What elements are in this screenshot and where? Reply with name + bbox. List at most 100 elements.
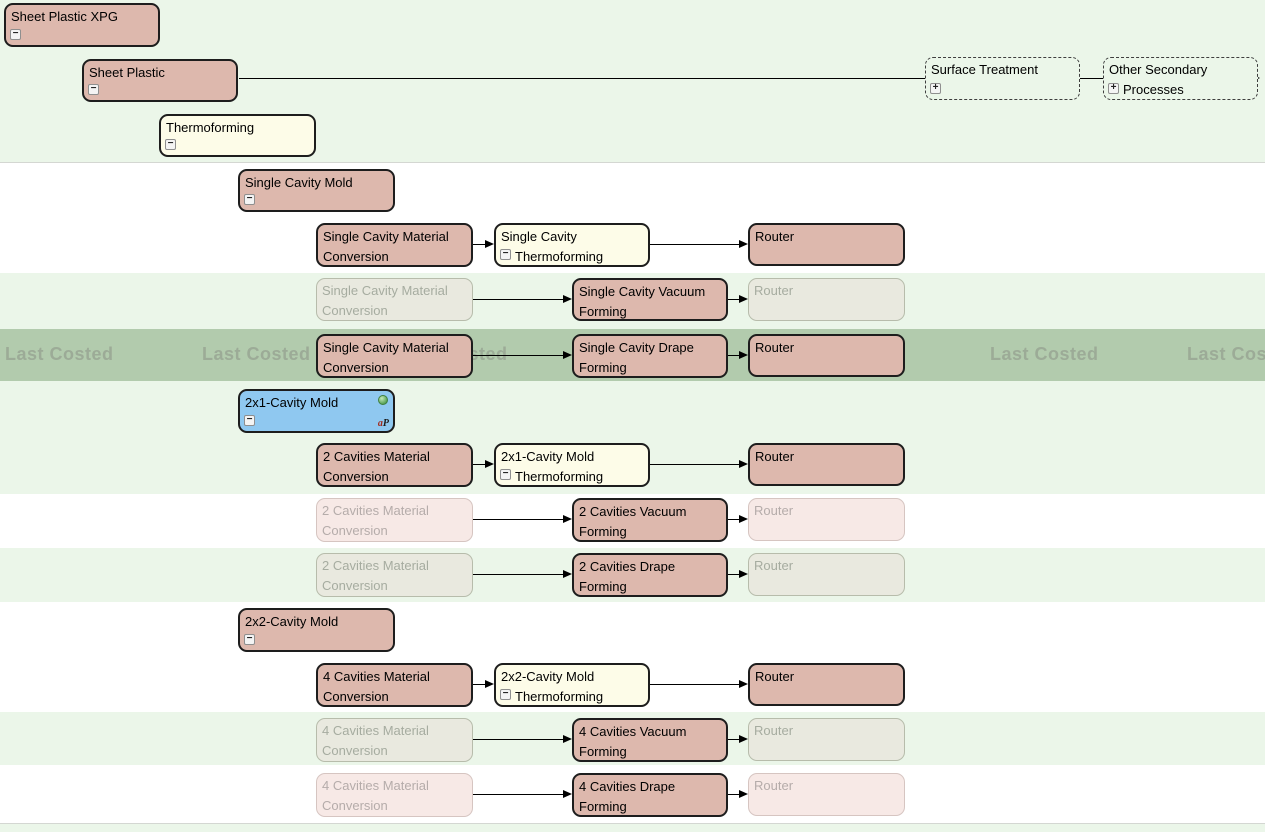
node-label: 2x2-Cavity Mold bbox=[245, 614, 339, 629]
node-label: Router bbox=[754, 723, 794, 738]
node-label: Sheet Plastic bbox=[89, 65, 165, 80]
node-label: Sheet Plastic XPG bbox=[11, 9, 118, 24]
flow-arrow-line bbox=[728, 299, 740, 300]
node-router-1[interactable]: Router bbox=[748, 223, 905, 266]
background-band bbox=[0, 823, 1265, 832]
node-label: 2x2-Cavity Mold bbox=[501, 669, 595, 684]
flow-arrow-head-icon bbox=[739, 295, 748, 303]
flow-arrow-line bbox=[473, 684, 486, 685]
node-label: Conversion bbox=[322, 743, 388, 758]
collapse-icon[interactable]: − bbox=[165, 139, 176, 150]
node-label: Router bbox=[755, 449, 795, 464]
node-2x2-cavity-mold[interactable]: 2x2-Cavity Mold − bbox=[238, 608, 395, 652]
node-label: 2 Cavities Vacuum bbox=[579, 504, 687, 519]
node-surface-treatment[interactable]: Surface Treatment + bbox=[925, 57, 1080, 100]
collapse-icon[interactable]: − bbox=[88, 84, 99, 95]
node-label: Conversion bbox=[323, 360, 389, 375]
node-router-8[interactable]: Router bbox=[748, 718, 905, 761]
expand-icon[interactable]: + bbox=[930, 83, 941, 94]
node-label: Single Cavity Material bbox=[323, 229, 449, 244]
collapse-icon[interactable]: − bbox=[500, 689, 511, 700]
node-label: Router bbox=[754, 558, 794, 573]
flow-arrow-line bbox=[239, 78, 1251, 79]
node-label: Forming bbox=[579, 744, 627, 759]
node-router-6[interactable]: Router bbox=[748, 553, 905, 596]
flow-arrow-line bbox=[473, 464, 486, 465]
flow-arrow-line bbox=[650, 464, 740, 465]
node-label: 2 Cavities Material bbox=[323, 449, 430, 464]
node-label: 4 Cavities Vacuum bbox=[579, 724, 687, 739]
flow-arrow-line bbox=[473, 794, 564, 795]
node-label: 4 Cavities Drape bbox=[579, 779, 676, 794]
flow-arrow-head-icon bbox=[485, 460, 494, 468]
collapse-icon[interactable]: − bbox=[244, 415, 255, 426]
node-label: Single Cavity bbox=[501, 229, 577, 244]
node-thermoforming[interactable]: Thermoforming− bbox=[159, 114, 316, 157]
collapse-icon[interactable]: − bbox=[500, 249, 511, 260]
node-router-4[interactable]: Router bbox=[748, 443, 905, 486]
flow-arrow-head-icon bbox=[563, 735, 572, 743]
node-label: Forming bbox=[579, 799, 627, 814]
node-label: Router bbox=[755, 669, 795, 684]
node-sheet-plastic-xpg[interactable]: Sheet Plastic XPG − bbox=[4, 3, 160, 47]
node-label: Conversion bbox=[322, 798, 388, 813]
node-2x1-cavity-mold[interactable]: 2x1-Cavity Mold−aP bbox=[238, 389, 395, 433]
flow-arrow-head-icon bbox=[563, 351, 572, 359]
flow-arrow-head-icon bbox=[739, 240, 748, 248]
flow-arrow-head-icon bbox=[739, 515, 748, 523]
expand-icon[interactable]: + bbox=[1108, 83, 1119, 94]
flow-arrow-head-icon bbox=[563, 295, 572, 303]
node-label: Router bbox=[754, 283, 794, 298]
node-router-9[interactable]: Router bbox=[748, 773, 905, 816]
node-label: Conversion bbox=[323, 249, 389, 264]
node-label: Single Cavity Mold bbox=[245, 175, 353, 190]
collapse-icon[interactable]: − bbox=[500, 469, 511, 480]
node-label: Thermoforming bbox=[515, 689, 604, 704]
status-dot-icon bbox=[378, 395, 388, 405]
node-single-cavity-mold[interactable]: Single Cavity Mold − bbox=[238, 169, 395, 212]
node-label: Single Cavity Material bbox=[322, 283, 448, 298]
apriori-logo-a: a bbox=[377, 418, 383, 429]
node-router-2[interactable]: Router bbox=[748, 278, 905, 321]
flow-arrow-line bbox=[473, 355, 564, 356]
node-router-3[interactable]: Router bbox=[748, 334, 905, 377]
node-sheet-plastic[interactable]: Sheet Plastic − bbox=[82, 59, 238, 102]
flow-arrow-head-icon bbox=[485, 680, 494, 688]
node-label: Surface Treatment bbox=[931, 62, 1038, 77]
node-label: Single Cavity Drape bbox=[579, 340, 694, 355]
last-costed-watermark: Last Costed bbox=[202, 344, 311, 364]
collapse-icon[interactable]: − bbox=[244, 634, 255, 645]
node-label: Conversion bbox=[322, 303, 388, 318]
node-router-5[interactable]: Router bbox=[748, 498, 905, 541]
collapse-icon[interactable]: − bbox=[10, 29, 21, 40]
node-router-7[interactable]: Router bbox=[748, 663, 905, 706]
node-label: Conversion bbox=[322, 523, 388, 538]
flow-arrow-head-icon bbox=[485, 240, 494, 248]
flow-arrow-line bbox=[473, 574, 564, 575]
last-costed-watermark: Last Costed bbox=[5, 344, 114, 364]
node-label: 2x1-Cavity Mold bbox=[501, 449, 595, 464]
flow-arrow-line bbox=[728, 794, 740, 795]
node-label: Router bbox=[755, 340, 795, 355]
collapse-icon[interactable]: − bbox=[244, 194, 255, 205]
node-label: 4 Cavities Material bbox=[322, 778, 429, 793]
